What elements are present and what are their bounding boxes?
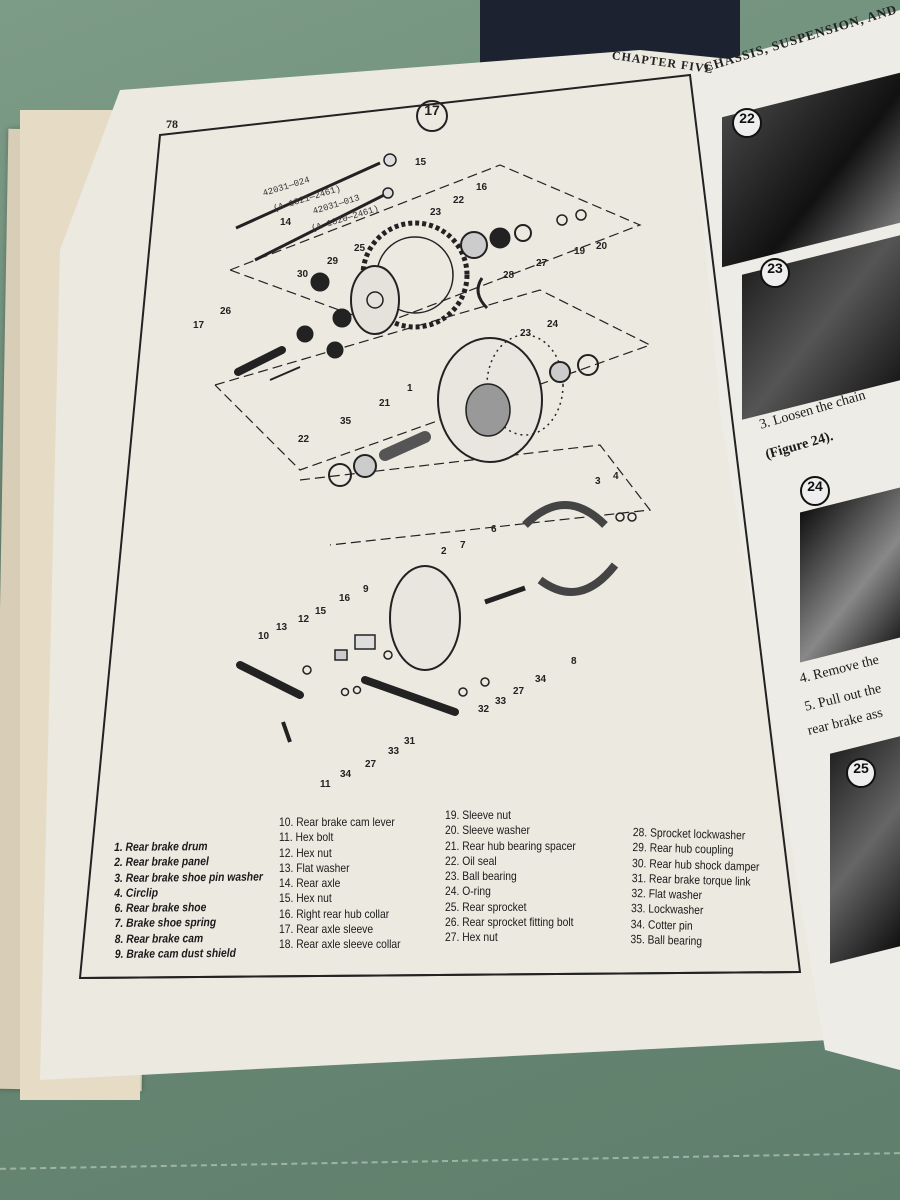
legend-column-1: 1. Rear brake drum 2. Rear brake panel 3…	[114, 838, 263, 962]
callout-number: 31	[404, 736, 416, 747]
legend-item: 17. Rear axle sleeve	[279, 922, 374, 937]
torque-link	[361, 676, 459, 716]
callout-number: 23	[520, 328, 532, 339]
brake-cam-lever	[236, 661, 304, 699]
legend-item: 3. Rear brake shoe pin washer	[114, 869, 263, 885]
callout-number: 10	[258, 631, 270, 642]
callout-number: 17	[193, 320, 205, 331]
legend-item: 18. Rear axle sleeve collar	[279, 937, 401, 952]
callout-number: 23	[430, 207, 442, 218]
callout-number: 4	[613, 471, 619, 482]
callout-number: 21	[379, 398, 391, 409]
legend-item: 22. Oil seal	[445, 853, 497, 868]
callout-number: 22	[298, 434, 310, 445]
callout-number: 30	[297, 269, 309, 280]
figure-badge-22: 22	[732, 108, 762, 138]
legend-item: 26. Rear sprocket fitting bolt	[445, 915, 574, 930]
legend-item: 10. Rear brake cam lever	[279, 815, 395, 829]
legend-item: 4. Circlip	[114, 885, 159, 900]
figure-number-badge: 17	[416, 100, 448, 132]
callout-number: 13	[276, 622, 288, 633]
callout-number: 11	[320, 779, 331, 790]
callout-number: 34	[340, 769, 352, 780]
figure-badge-23: 23	[760, 258, 790, 288]
callout-number: 1	[407, 383, 413, 394]
legend-column-3: 19. Sleeve nut 20. Sleeve washer 21. Rea…	[445, 808, 576, 946]
legend-item: 12. Hex nut	[279, 845, 332, 860]
legend-item: 21. Rear hub bearing spacer	[445, 838, 576, 853]
legend-item: 9. Brake cam dust shield	[114, 945, 236, 962]
callout-number: 15	[315, 606, 327, 617]
callout-number: 16	[476, 182, 488, 193]
callout-number: 3	[595, 476, 601, 487]
rear-axle-parts	[235, 161, 389, 262]
callout-number: 34	[535, 674, 547, 685]
callout-number: 28	[503, 270, 515, 281]
callout-number: 24	[547, 319, 559, 330]
photo-figure-24	[800, 487, 900, 663]
callout-number: 8	[571, 656, 577, 667]
callout-number: 27	[536, 258, 548, 269]
left-page	[40, 50, 830, 1080]
legend-item: 11. Hex bolt	[279, 830, 334, 845]
callout-number: 25	[354, 243, 366, 254]
hub-coupling	[350, 265, 400, 335]
callout-number: 12	[298, 614, 310, 625]
callout-number: 2	[441, 546, 447, 557]
figure-badge-25: 25	[846, 758, 876, 788]
callout-number: 27	[365, 759, 377, 770]
callout-number: 20	[596, 241, 608, 252]
callout-number: 35	[340, 416, 352, 427]
callout-number: 19	[574, 246, 586, 257]
legend-item: 8. Rear brake cam	[114, 930, 204, 946]
brake-shoes	[522, 501, 619, 596]
callout-number: 32	[478, 704, 490, 715]
legend-item: 19. Sleeve nut	[445, 808, 511, 822]
brake-panel	[389, 565, 461, 671]
legend-item: 25. Rear sprocket	[445, 899, 527, 914]
callout-number: 26	[220, 306, 232, 317]
callout-number: 27	[513, 686, 525, 697]
callout-number: 29	[327, 256, 339, 267]
shock-dampers	[296, 272, 352, 359]
legend-item: 16. Right rear hub collar	[279, 906, 390, 921]
callout-number: 9	[363, 584, 369, 595]
legend-item: 6. Rear brake shoe	[114, 900, 207, 916]
legend-item: 13. Flat washer	[279, 860, 350, 875]
legend-item: 27. Hex nut	[445, 930, 498, 945]
legend-item: 20. Sleeve washer	[445, 823, 530, 838]
callout-number: 22	[453, 195, 465, 206]
figure-badge-24: 24	[800, 476, 830, 506]
legend-column-4: 28. Sprocket lockwasher 29. Rear hub cou…	[630, 825, 760, 951]
callout-number: 6	[491, 524, 497, 535]
legend-item: 7. Brake shoe spring	[114, 915, 217, 931]
legend-item: 1. Rear brake drum	[114, 839, 208, 854]
page-number: 78	[166, 117, 178, 131]
callout-number: 33	[495, 696, 507, 707]
callout-number: 7	[460, 540, 466, 551]
legend-item: 2. Rear brake panel	[114, 854, 209, 870]
legend-column-2: 10. Rear brake cam lever 11. Hex bolt 12…	[279, 815, 401, 953]
legend-item: 24. O-ring	[445, 884, 491, 899]
legend-item: 15. Hex nut	[279, 891, 332, 906]
callout-number: 15	[415, 157, 427, 168]
callout-number: 33	[388, 746, 400, 757]
legend-item: 14. Rear axle	[279, 876, 341, 891]
callout-number: 14	[280, 217, 292, 228]
callout-number: 16	[339, 593, 351, 604]
legend-item: 23. Ball bearing	[445, 869, 517, 884]
